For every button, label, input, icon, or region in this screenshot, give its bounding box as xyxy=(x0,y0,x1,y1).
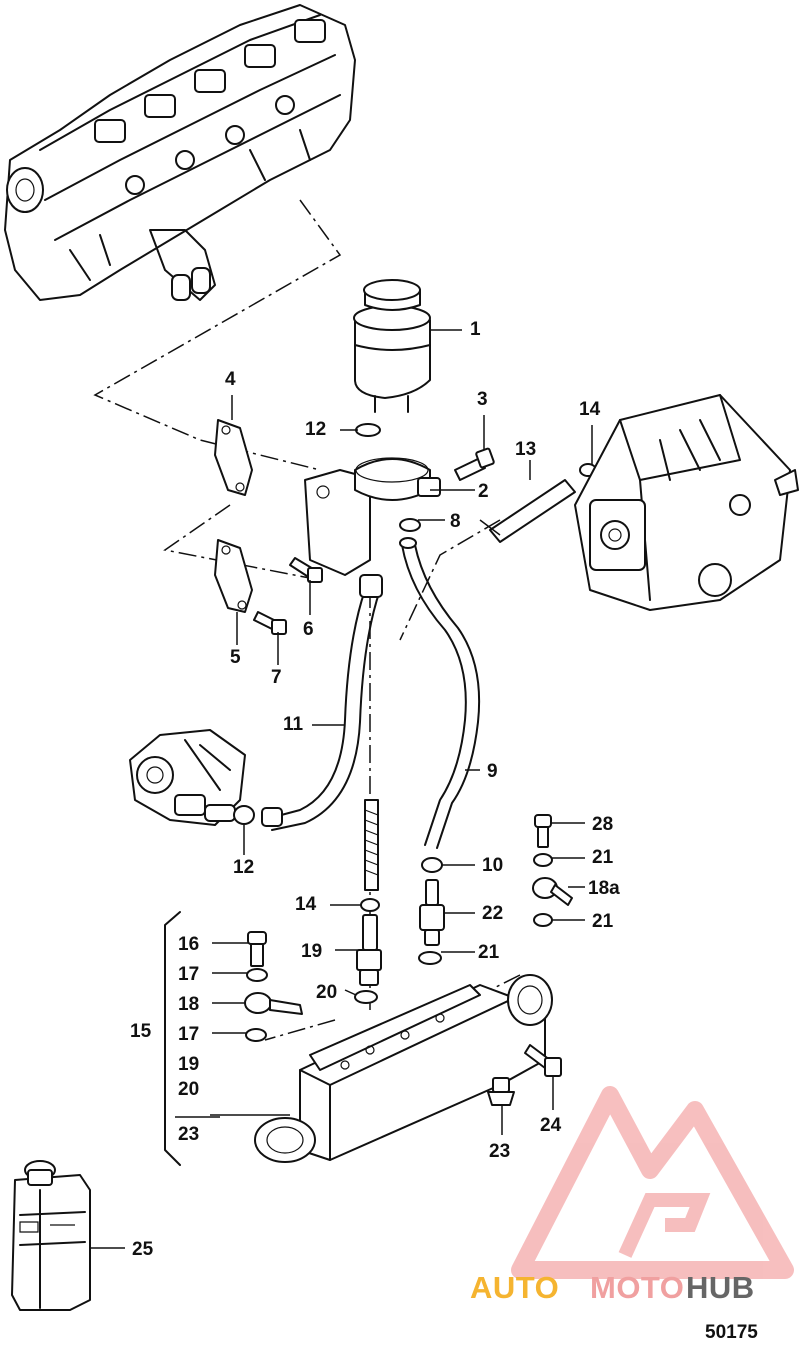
callout-6: 6 xyxy=(303,619,314,640)
callout-4: 4 xyxy=(225,369,236,390)
washer-21-upper xyxy=(533,853,553,867)
washer-21-lower xyxy=(533,913,553,927)
callout-25: 25 xyxy=(132,1239,154,1260)
clamp-12-upper xyxy=(355,423,381,437)
figure-number: 50175 xyxy=(705,1322,758,1343)
callout-18a: 18a xyxy=(588,878,620,899)
callout-17-upper: 17 xyxy=(178,964,200,985)
callout-18: 18 xyxy=(178,994,200,1015)
callout-13: 13 xyxy=(515,439,537,460)
bolt-3 xyxy=(454,447,495,481)
washer-20 xyxy=(354,990,378,1004)
injection-pump xyxy=(574,394,799,611)
washer-17-lower xyxy=(245,1028,267,1042)
watermark-text-hub: HUB xyxy=(686,1270,755,1305)
bolt-24 xyxy=(524,1044,562,1077)
leader-lines xyxy=(90,329,593,1249)
callout-16: 16 xyxy=(178,934,200,955)
engine-cylinder-head xyxy=(4,4,356,301)
callout-24: 24 xyxy=(540,1115,562,1136)
callout-15: 15 xyxy=(130,1021,152,1042)
callout-10: 10 xyxy=(482,855,504,876)
fitting-19 xyxy=(356,914,382,986)
callout-28: 28 xyxy=(592,814,614,835)
bolt-6 xyxy=(289,557,323,583)
callout-8: 8 xyxy=(450,511,461,532)
power-steering-pump xyxy=(129,729,283,827)
hose-11 xyxy=(269,574,383,831)
callout-20-group: 20 xyxy=(178,1079,200,1100)
banjo-18a xyxy=(532,877,573,906)
callout-7: 7 xyxy=(271,667,282,688)
callout-21-left: 21 xyxy=(478,942,500,963)
reservoir-bracket xyxy=(304,457,441,576)
callout-3: 3 xyxy=(477,389,488,410)
bolt-28 xyxy=(534,814,552,848)
watermark-text-auto: AUTO xyxy=(470,1270,560,1305)
callout-14-lower: 14 xyxy=(295,894,317,915)
fluid-bottle xyxy=(11,1160,91,1311)
callout-12-lower: 12 xyxy=(233,857,255,878)
fluid-reservoir xyxy=(353,279,431,413)
callout-17-lower: 17 xyxy=(178,1024,200,1045)
hose-9 xyxy=(399,537,481,849)
callout-23: 23 xyxy=(489,1141,511,1162)
callout-21-upper: 21 xyxy=(592,847,614,868)
clamp-12-lower xyxy=(233,805,255,825)
callout-21-lower: 21 xyxy=(592,911,614,932)
gasket-lower xyxy=(214,539,253,613)
callout-11: 11 xyxy=(283,714,304,735)
callout-9: 9 xyxy=(487,761,498,782)
watermark-logo-icon xyxy=(511,1086,794,1279)
hose-13 xyxy=(489,479,576,543)
watermark-text-moto: MOTO xyxy=(590,1270,685,1305)
callout-19-group: 19 xyxy=(178,1054,200,1075)
callout-5: 5 xyxy=(230,647,241,668)
callout-22: 22 xyxy=(482,903,504,924)
bolt-7 xyxy=(253,611,287,635)
callout-23-group: 23 xyxy=(178,1124,200,1145)
callout-14-upper: 14 xyxy=(579,399,601,420)
clamp-8 xyxy=(399,518,421,532)
gasket-upper xyxy=(214,419,253,496)
group-bracket-15 xyxy=(164,911,181,1166)
banjo-18 xyxy=(244,992,303,1015)
callout-19-right: 19 xyxy=(301,941,323,962)
callout-2: 2 xyxy=(478,481,489,502)
fitting-22 xyxy=(419,879,445,946)
callout-12-upper: 12 xyxy=(305,419,327,440)
oil-cooler xyxy=(254,974,553,1163)
washer-17-upper xyxy=(246,968,268,982)
callout-1: 1 xyxy=(470,319,481,340)
washer-21-left xyxy=(418,951,442,965)
bolt-16 xyxy=(247,931,267,967)
clamp-10 xyxy=(421,857,443,873)
clamp-14-lower xyxy=(360,898,380,912)
nut-23 xyxy=(487,1077,515,1106)
callout-20-right: 20 xyxy=(316,982,338,1003)
